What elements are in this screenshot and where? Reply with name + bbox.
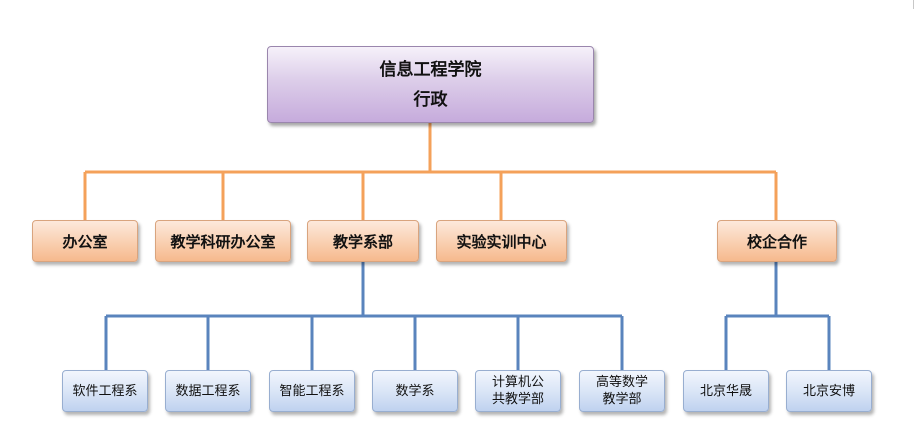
blue-connectors [104, 262, 831, 370]
node-partner-huasheng: 北京华晟 [683, 370, 769, 412]
node-label: 北京安博 [802, 383, 855, 399]
node-computer-common-teaching: 计算机公 共教学部 [475, 370, 561, 412]
node-data-engineering: 数据工程系 [165, 370, 251, 412]
orange-connectors [83, 123, 778, 220]
corner-tick-mark [913, 0, 914, 9]
root-line1: 信息工程学院 [379, 59, 482, 80]
node-label: 办公室 [62, 232, 108, 251]
root-line2: 行政 [413, 89, 448, 110]
node-label: 实验实训中心 [456, 232, 547, 251]
node-mathematics: 数学系 [372, 370, 458, 412]
node-partner-anbo: 北京安博 [786, 370, 872, 412]
node-intelligent-engineering: 智能工程系 [269, 370, 355, 412]
node-label: 北京华晟 [699, 383, 752, 399]
node-label: 数据工程系 [175, 383, 241, 399]
node-label: 智能工程系 [279, 383, 345, 399]
root-node: 信息工程学院 行政 [267, 46, 594, 123]
node-label: 教学科研办公室 [170, 232, 276, 251]
node-research-office: 教学科研办公室 [155, 220, 291, 262]
node-industry-cooperation: 校企合作 [717, 220, 837, 262]
node-lab-center: 实验实训中心 [436, 220, 567, 262]
root-label: 信息工程学院 行政 [380, 55, 482, 115]
node-teaching-department: 教学系部 [307, 220, 419, 262]
node-label: 数学系 [395, 383, 435, 399]
node-label: 软件工程系 [72, 383, 138, 399]
node-label: 校企合作 [746, 232, 807, 251]
node-label: 高等数学 教学部 [595, 375, 648, 407]
node-software-engineering: 软件工程系 [62, 370, 148, 412]
node-office: 办公室 [32, 220, 138, 262]
node-label: 计算机公 共教学部 [491, 375, 544, 407]
node-advanced-math-teaching: 高等数学 教学部 [579, 370, 665, 412]
node-label: 教学系部 [332, 232, 393, 251]
